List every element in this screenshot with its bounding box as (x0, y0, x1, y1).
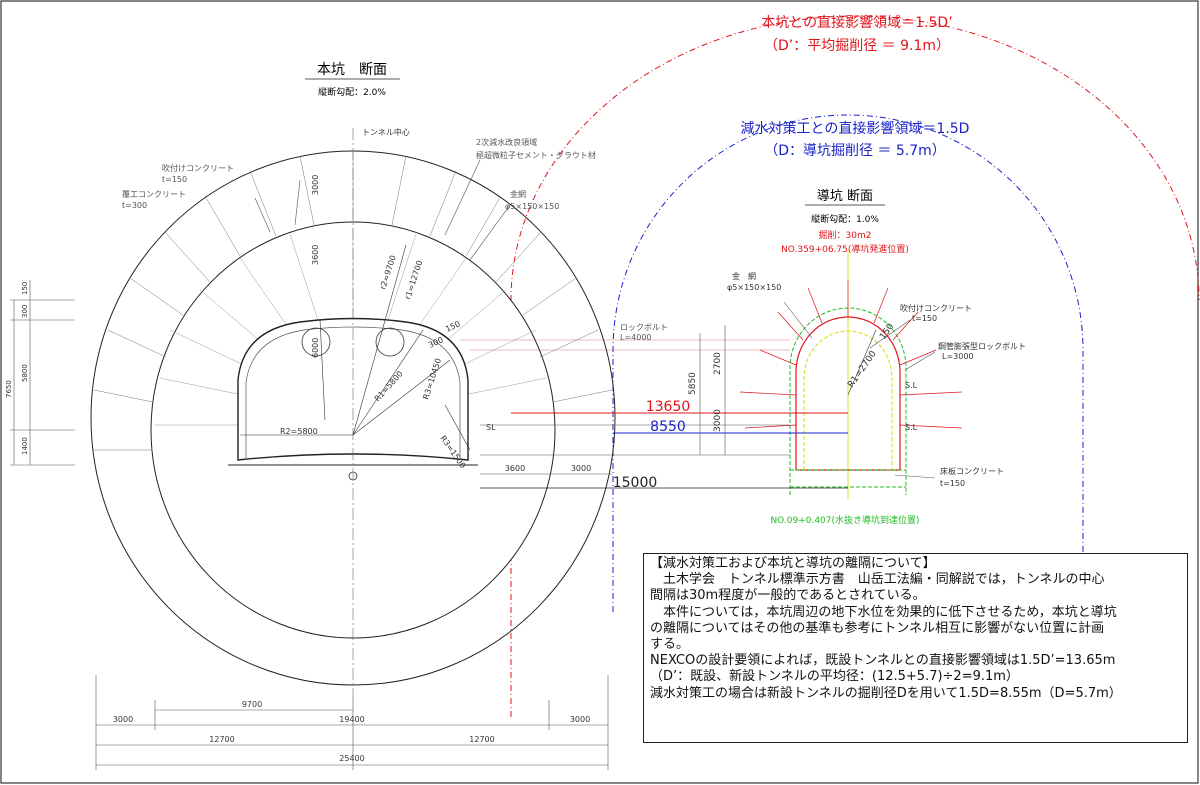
pilot-r1-2700-label: R1=2700 (846, 349, 879, 390)
note-line-2: 土木学会 トンネル標準示方書 山岳工法編・同解説では，トンネルの中心 (650, 572, 1105, 588)
dim-5850: 5850 (688, 372, 698, 395)
dim-3600-horiz: 3600 (505, 464, 525, 473)
shotcrete-t-label: t=150 (162, 175, 187, 184)
left-dimension-lines (10, 280, 75, 466)
dim-6000-label: 6000 (311, 338, 320, 358)
note-line-9: 減水対策工の場合は新設トンネルの掘削径Dを用いて1.5D=8.55m（D=5.7… (650, 685, 1122, 701)
left-dim-1400: 1400 (21, 437, 29, 455)
tunnel-center-label: トンネル中心 (362, 127, 410, 137)
left-dim-7650: 7650 (5, 380, 13, 398)
note-line-7: NEXCOの設計要領によれば，既設トンネルとの直接影響領域は1.5D’=13.6… (650, 653, 1116, 669)
dim-8550: 8550 (650, 419, 686, 435)
rockbolt-label: ロックボルト (620, 323, 668, 332)
blue-zone-title: 減水対策工との直接影響領域＝1.5D (741, 120, 970, 137)
pilot-shotcrete-t-label: t=150 (912, 314, 937, 323)
pilot-station-end: NO.09+0.407(水抜き導坑到達位置) (770, 514, 919, 526)
left-dim-5800: 5800 (21, 364, 29, 382)
lining-t-label: t=300 (122, 201, 147, 210)
main-section-title: 本坑 断面 (317, 62, 387, 78)
red-influence-zone (510, 15, 1200, 717)
main-tunnel-section (90, 128, 616, 700)
pilot-steel-bolt-l-label: L=3000 (942, 352, 974, 361)
r2-5800-label: R2=5800 (280, 427, 318, 436)
mesh-spec-label: φ5×150×150 (505, 202, 559, 211)
note-line-6: する。 (650, 637, 690, 653)
bottom-dimension-lines (95, 675, 609, 770)
shotcrete-label: 吹付けコンクリート (162, 163, 234, 173)
left-dim-300: 300 (21, 305, 29, 318)
bottom-dim-25400: 25400 (339, 754, 364, 763)
note-line-3: 間隔は30m程度が一般的であるとされている。 (650, 588, 926, 604)
blue-zone-subtitle: （D：導坑掘削径 ＝ 5.7m） (764, 143, 946, 159)
improve-zone-label: 2次減水改良領域 (476, 137, 537, 147)
mesh-label: 金網 (510, 189, 526, 199)
red-zone-title: 本坑との直接影響領域＝1.5D’ (761, 14, 952, 31)
rockbolt-l-label: L=4000 (620, 333, 652, 342)
note-line-5: の離隔についてはその他の基準も参考にトンネル相互に影響がない位置に計画 (650, 620, 1105, 636)
dim-13650: 13650 (646, 399, 691, 415)
pilot-station-start: NO.359+06.75(導坑発進位置) (781, 243, 909, 255)
main-grade: 縦断勾配：2.0% (318, 86, 386, 98)
dim-2700: 2700 (713, 352, 723, 375)
separation-dimension-lines (460, 325, 848, 489)
bottom-dim-9700: 9700 (242, 700, 262, 709)
separation-note-box: 【減水対策工および本坑と導坑の離隔について】 土木学会 トンネル標準示方書 山岳… (643, 553, 1188, 743)
pilot-mesh-spec-label: φ5×150×150 (727, 283, 781, 292)
lining-label: 覆工コンクリート (122, 190, 186, 199)
dim-3000-horiz: 3000 (571, 464, 591, 473)
blue-influence-zone (612, 114, 1084, 612)
note-line-8: （D’：既設、新設トンネルの平均径：(12.5+5.7)÷2=9.1m） (650, 669, 1019, 685)
pilot-excavation: 掘削：30m2 (819, 229, 872, 241)
bottom-dim-12700-right: 12700 (469, 735, 494, 744)
pilot-steel-bolt-label: 鋼管膨張型ロックボルト (938, 341, 1026, 351)
dim-3000-label: 3000 (311, 175, 320, 195)
pilot-floor-t-label: t=150 (940, 479, 965, 488)
bottom-dim-3000-right: 3000 (570, 715, 590, 724)
left-dim-150: 150 (21, 282, 29, 295)
pilot-mesh-label: 金 網 (732, 271, 756, 281)
bottom-dim-12700-left: 12700 (209, 735, 234, 744)
dim-15000: 15000 (613, 475, 658, 491)
main-sl-label: SL (486, 423, 496, 432)
pilot-grade: 縦断勾配：1.0% (811, 213, 879, 225)
pilot-floor-label: 床板コンクリート (940, 466, 1004, 476)
pilot-section-title: 導坑 断面 (817, 189, 873, 204)
note-line-4: 本件については，本坑周辺の地下水位を効果的に低下させるため，本坑と導坑 (650, 604, 1117, 620)
red-zone-subtitle: （D’：平均掘削径 ＝ 9.1m） (764, 38, 950, 54)
pilot-tunnel-section (739, 250, 963, 500)
dim-3000-pilot: 3000 (713, 409, 723, 432)
dim-3600-label: 3600 (311, 245, 320, 265)
pilot-sl2-label: S.L (905, 423, 918, 432)
bottom-dim-19400: 19400 (339, 715, 364, 724)
pilot-sl1-label: S.L (905, 381, 918, 390)
pilot-shotcrete-label: 吹付けコンクリート (900, 303, 972, 313)
improve-material-label: 極超微粒子セメント・グラウト材 (476, 150, 596, 160)
note-line-1: 【減水対策工および本坑と導坑の離隔について】 (650, 556, 936, 571)
bottom-dim-3000-left: 3000 (113, 715, 133, 724)
